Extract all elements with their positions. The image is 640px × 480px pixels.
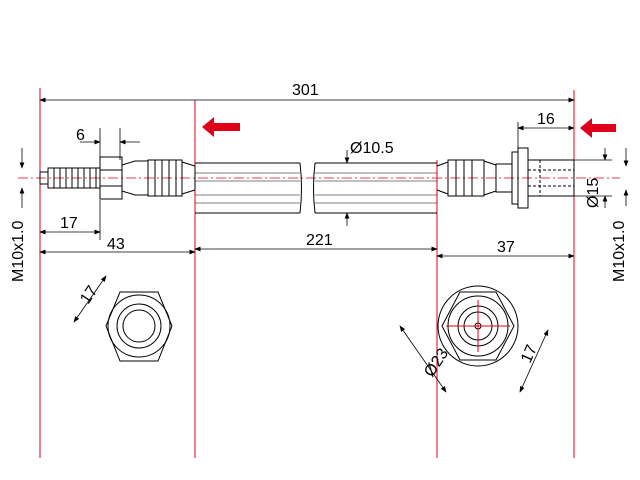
dim-right-flange-diameter: Ø15 xyxy=(585,178,602,208)
dim-hose-diameter: Ø10.5 xyxy=(350,140,394,157)
dim-thread-pitch: 6 xyxy=(76,127,85,144)
left-fitting xyxy=(39,156,196,200)
dim-left-thread-spec: M10x1.0 xyxy=(10,221,27,282)
dim-hose-length: 221 xyxy=(306,232,333,249)
right-hex-end-view xyxy=(399,285,549,393)
dim-thread-length: 17 xyxy=(60,215,78,232)
dim-right-thread-spec: M10x1.0 xyxy=(611,221,628,282)
arrow-left-icon xyxy=(202,117,240,137)
reference-lines xyxy=(18,88,620,458)
right-fitting xyxy=(436,147,575,209)
dim-left-hex-size: 17 xyxy=(77,283,101,307)
dim-left-fitting-length: 43 xyxy=(107,236,125,253)
arrow-left-icon xyxy=(580,118,616,138)
dim-right-round-diameter: Ø23 xyxy=(421,346,452,381)
dim-overall-length: 301 xyxy=(292,82,319,99)
left-thread-lines xyxy=(53,168,97,188)
hose-body xyxy=(195,162,437,214)
left-hex-end-view xyxy=(73,275,173,362)
dimension-lines xyxy=(19,97,629,259)
dim-right-fitting-length: 37 xyxy=(497,239,515,256)
dim-right-hex-size: 17 xyxy=(518,342,541,365)
dim-right-flange-length: 16 xyxy=(537,111,555,128)
